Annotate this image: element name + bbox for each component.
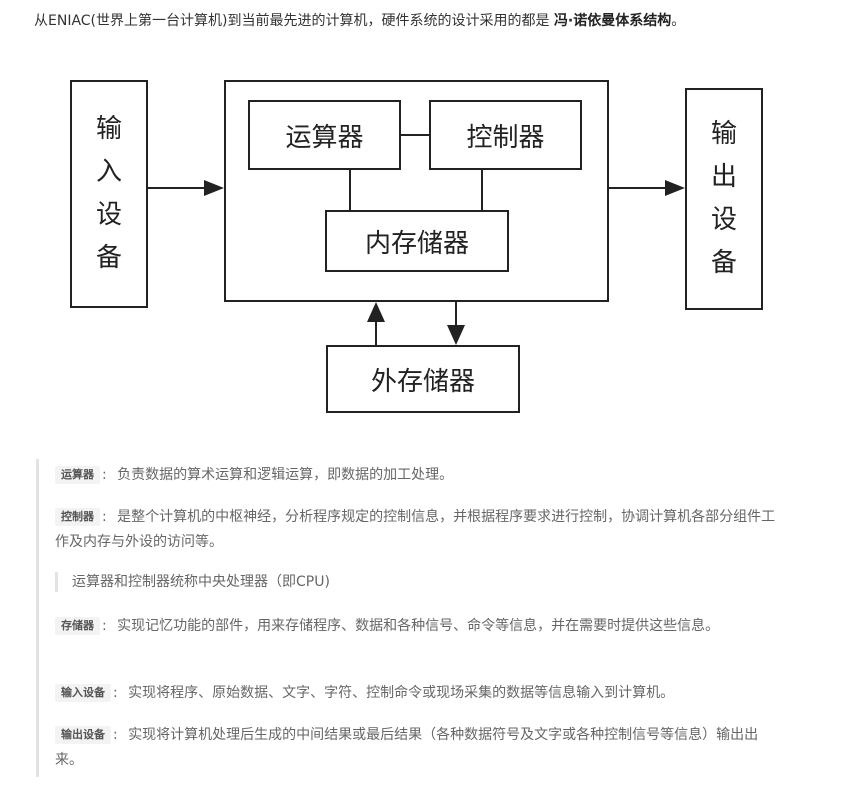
input-char-2: 入 <box>95 157 122 187</box>
definition-text: 是整个计算机的中枢神经，分析程序规定的控制信息，并根据程序要求进行控制，协调计算… <box>55 509 776 550</box>
alu-label: 运算器 <box>285 122 364 153</box>
down-arrow-head <box>447 325 465 345</box>
output-arrow-line <box>609 187 665 189</box>
term-tag: 控制器 <box>55 508 100 526</box>
output-char-1: 输 <box>710 119 737 149</box>
input-arrow-line <box>148 187 204 189</box>
output-device-box: 输 出 设 备 <box>685 88 763 310</box>
memory-label: 内存储器 <box>364 228 469 259</box>
term-tag: 输出设备 <box>55 726 111 744</box>
intro-paragraph: 从ENIAC(世界上第一台计算机)到当前最先进的计算机，硬件系统的设计采用的都是… <box>34 9 844 33</box>
definition-text: 负责数据的算术运算和逻辑运算，即数据的加工处理。 <box>117 467 454 483</box>
up-arrow-head <box>367 302 385 322</box>
term-tag: 输入设备 <box>55 684 111 702</box>
input-device-box: 输 入 设 备 <box>70 80 148 308</box>
alu-controller-link <box>401 134 429 136</box>
von-neumann-diagram: 输 入 设 备 运算器 控制器 内存储器 输 出 设 备 外存储器 <box>60 72 780 432</box>
definitions-blockquote: 运算器: 负责数据的算术运算和逻辑运算，即数据的加工处理。 控制器: 是整个计算… <box>36 459 788 777</box>
term-tag: 运算器 <box>55 466 100 484</box>
controller-box: 控制器 <box>429 100 582 170</box>
definition-text: 实现记忆功能的部件，用来存储程序、数据和各种信号、命令等信息，并在需要时提供这些… <box>117 618 720 634</box>
definition-alu: 运算器: 负责数据的算术运算和逻辑运算，即数据的加工处理。 <box>55 463 785 488</box>
separator: : <box>102 467 107 483</box>
up-arrow-line <box>375 322 377 345</box>
input-char-3: 设 <box>95 200 122 230</box>
cpu-note-quote: 运算器和控制器统称中央处理器（即CPU) <box>55 572 772 592</box>
cpu-note: 运算器和控制器统称中央处理器（即CPU) <box>72 574 330 590</box>
definition-text: 实现将计算机处理后生成的中间结果或最后结果（各种数据符号及文字或各种控制信号等信… <box>55 727 759 768</box>
term-tag: 存储器 <box>55 617 100 635</box>
definition-text: 实现将程序、原始数据、文字、字符、控制命令或现场采集的数据等信息输入到计算机。 <box>128 685 675 701</box>
controller-memory-link <box>481 170 483 210</box>
definition-output-device: 输出设备: 实现将计算机处理后生成的中间结果或最后结果（各种数据符号及文字或各种… <box>55 723 785 773</box>
intro-highlight: 冯·诺依曼体系结构 <box>553 13 672 29</box>
intro-text: 从ENIAC(世界上第一台计算机)到当前最先进的计算机，硬件系统的设计采用的都是 <box>34 13 554 29</box>
input-char-4: 备 <box>95 243 122 273</box>
memory-box: 内存储器 <box>325 210 509 272</box>
output-char-2: 出 <box>710 162 737 192</box>
external-storage-label: 外存储器 <box>370 366 475 397</box>
alu-memory-link <box>349 170 351 210</box>
definition-controller: 控制器: 是整个计算机的中枢神经，分析程序规定的控制信息，并根据程序要求进行控制… <box>55 505 785 555</box>
separator: : <box>113 727 118 743</box>
separator: : <box>102 509 107 525</box>
separator: : <box>113 685 118 701</box>
separator: : <box>102 618 107 634</box>
output-char-4: 备 <box>710 248 737 278</box>
definition-input-device: 输入设备: 实现将程序、原始数据、文字、字符、控制命令或现场采集的数据等信息输入… <box>55 681 785 706</box>
definition-storage: 存储器: 实现记忆功能的部件，用来存储程序、数据和各种信号、命令等信息，并在需要… <box>55 614 785 639</box>
alu-box: 运算器 <box>248 100 401 170</box>
output-char-3: 设 <box>710 205 737 235</box>
input-arrow-head <box>204 180 224 196</box>
output-arrow-head <box>665 180 685 196</box>
input-char-1: 输 <box>95 114 122 144</box>
external-storage-box: 外存储器 <box>326 345 520 413</box>
controller-label: 控制器 <box>466 122 545 153</box>
intro-end: 。 <box>671 13 686 29</box>
down-arrow-line <box>455 302 457 325</box>
